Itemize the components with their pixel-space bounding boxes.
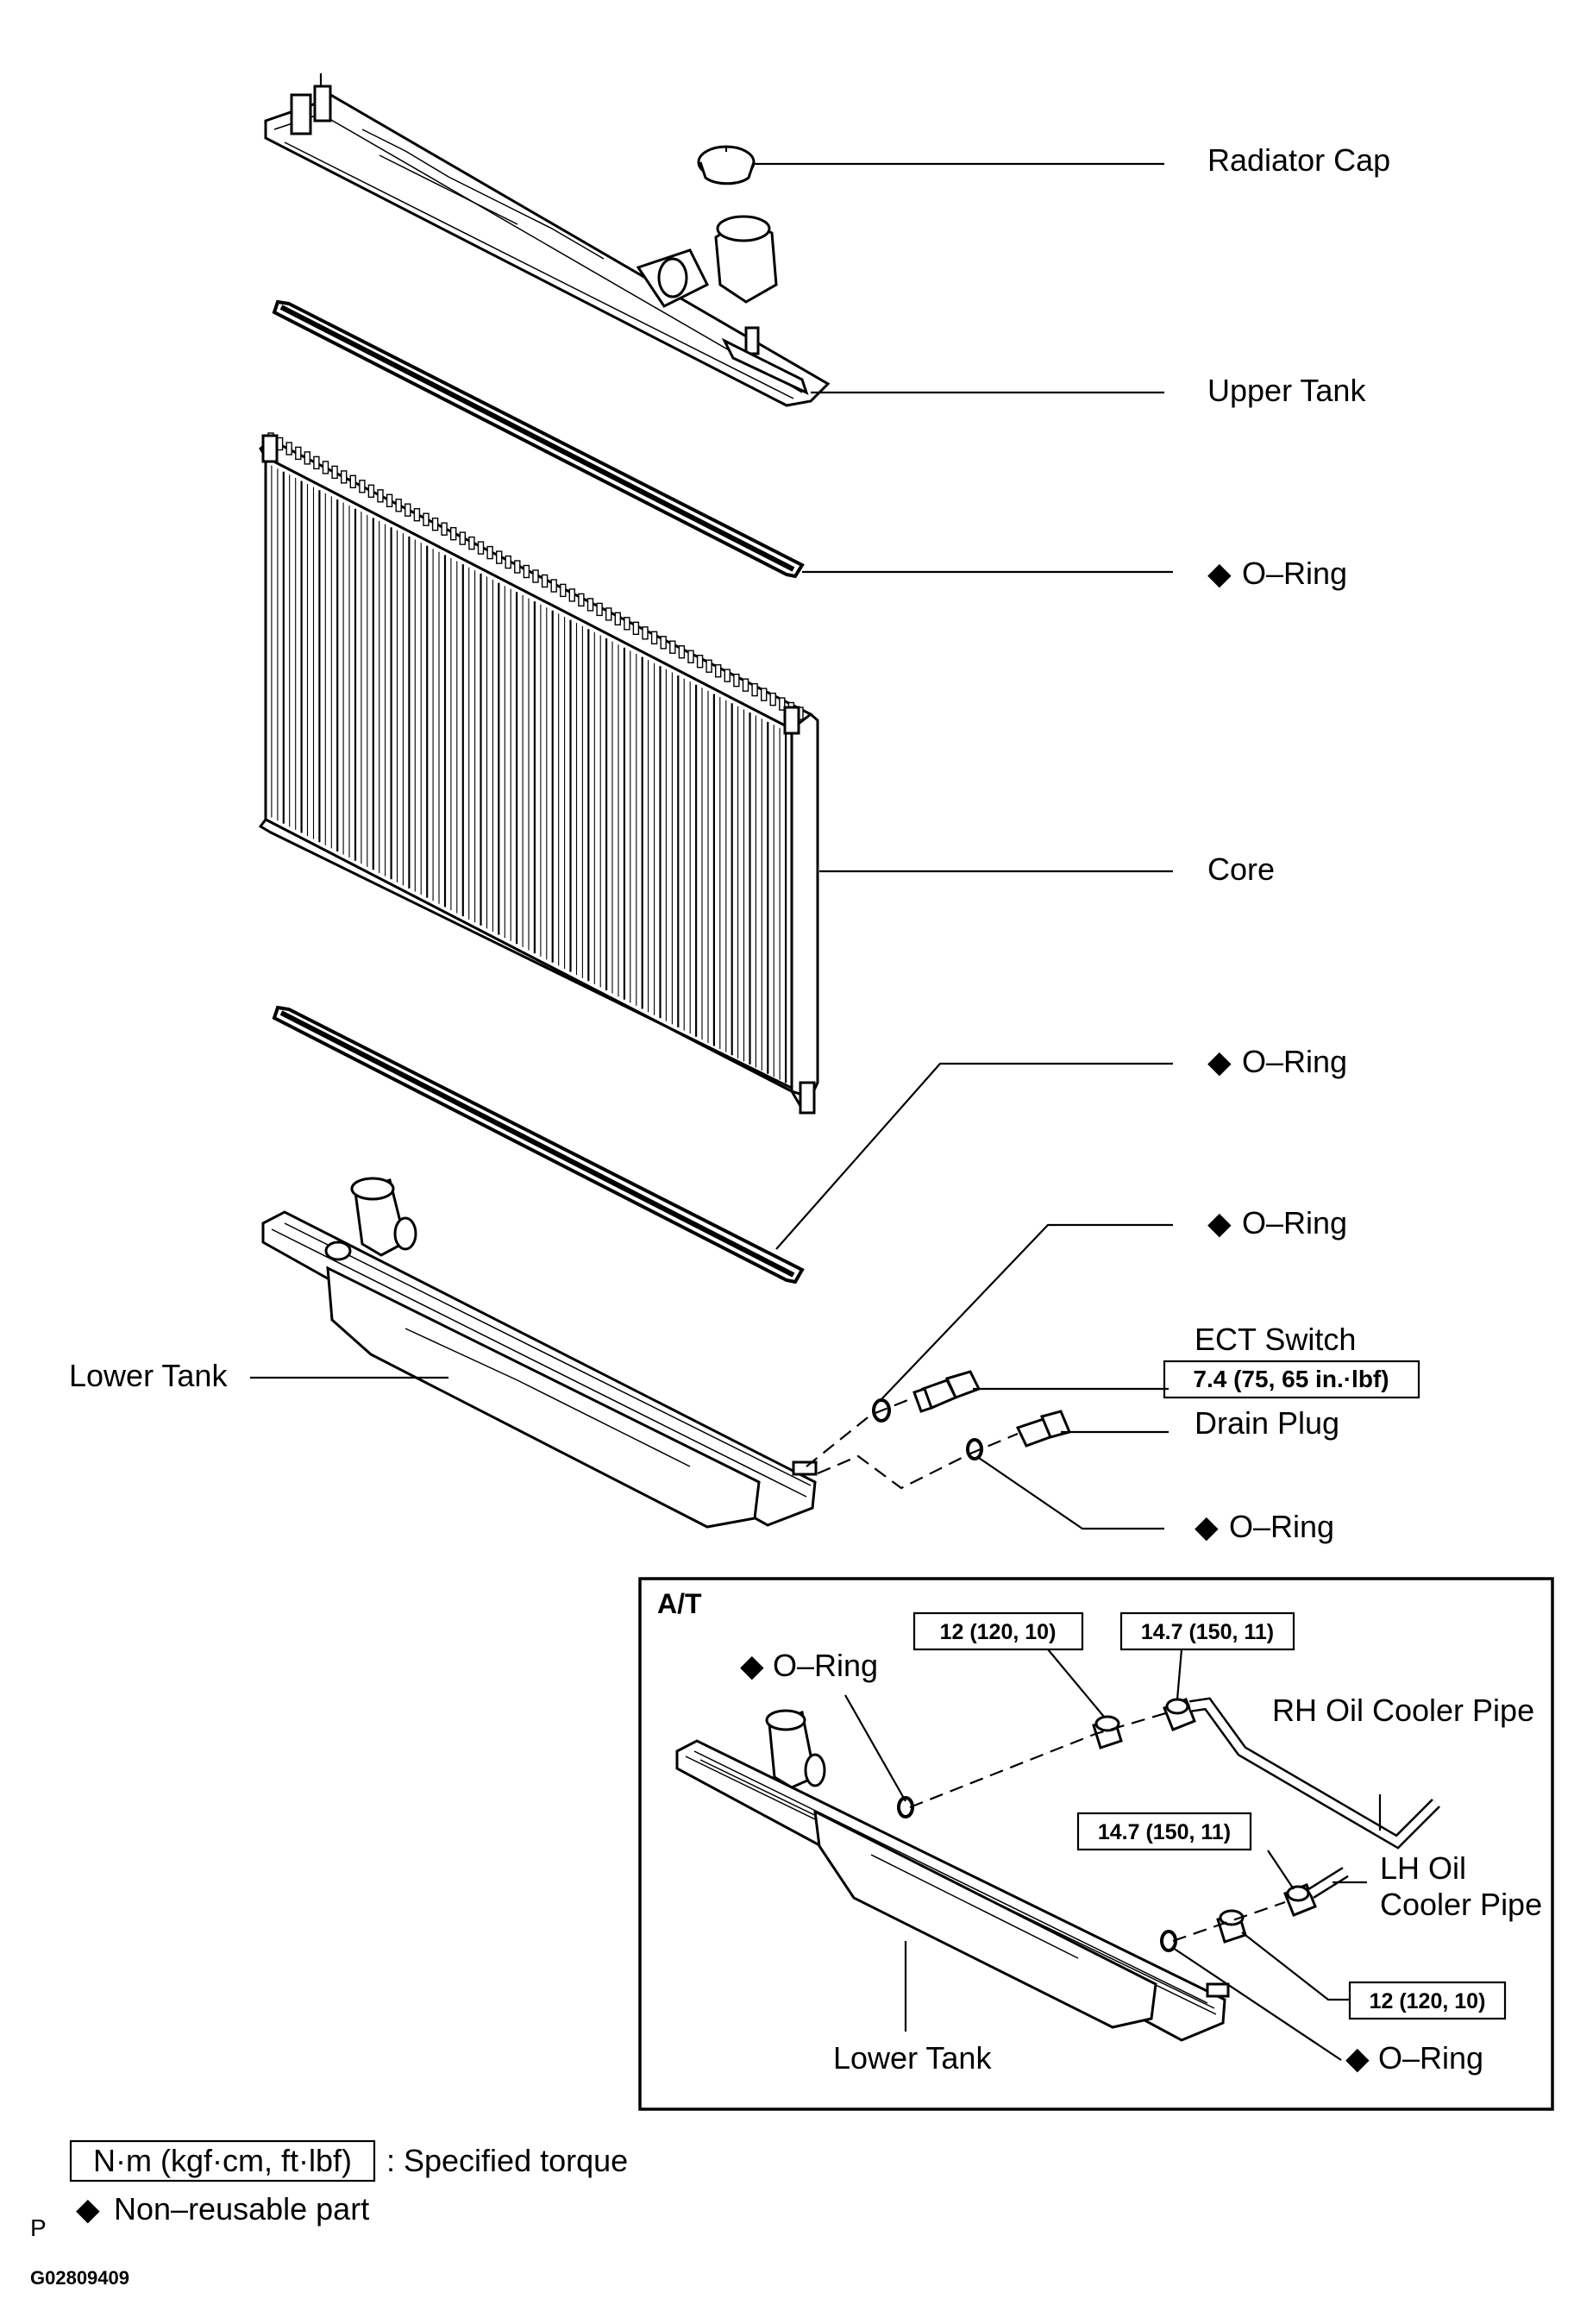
at-inset-title: A/T	[657, 1588, 702, 1619]
rh-oil-cooler-pipe-label: RH Oil Cooler Pipe	[1272, 1693, 1534, 1728]
at-rh-union-leader	[1176, 1649, 1183, 1700]
at-bottom-axis	[1172, 1900, 1286, 1943]
core-part	[258, 432, 819, 1115]
legend-non-reusable-desc: Non–reusable part	[114, 2191, 369, 2227]
at-top-plug-leader	[1047, 1649, 1105, 1718]
lower-o-ring-symbol: ◆	[1207, 1044, 1232, 1079]
at-rh-union-part	[1163, 1698, 1196, 1731]
at-bottom-o-ring-label: O–Ring	[1378, 2040, 1483, 2076]
lower-o-ring-leader	[775, 1062, 1173, 1250]
core-fins	[271, 465, 787, 1083]
legend-non-reusable-symbol: ◆	[76, 2191, 100, 2227]
drain-plug-label: Drain Plug	[1195, 1405, 1339, 1441]
legend: N·m (kgf·cm, ft·lbf) : Specified torque …	[69, 2139, 628, 2227]
ect-switch-label: ECT Switch	[1195, 1322, 1356, 1357]
at-lh-union-torque: 14.7 (150, 11)	[1098, 1820, 1231, 1844]
at-top-plug-torque-box	[912, 1611, 1084, 1651]
core-header-teeth	[267, 432, 804, 720]
at-bottom-plug-torque: 12 (120, 10)	[1370, 1989, 1486, 2013]
ect-o-ring-leader	[881, 1223, 1173, 1400]
at-bottom-o-ring-leader	[1172, 1947, 1342, 2061]
at-top-o-ring-label: O–Ring	[773, 1648, 878, 1683]
drain-o-ring-label: O–Ring	[1229, 1509, 1334, 1544]
ect-switch-torque: 7.4 (75, 65 in.·lbf)	[1193, 1366, 1389, 1392]
legend-torque-desc: : Specified torque	[386, 2143, 628, 2178]
legend-torque-box	[69, 2139, 376, 2183]
at-top-plug-part	[1092, 1715, 1123, 1749]
ect-switch-axis	[806, 1396, 915, 1467]
at-top-plug-torque: 12 (120, 10)	[940, 1620, 1057, 1644]
at-lh-union-torque-box	[1076, 1812, 1252, 1851]
footer-letter: P	[30, 2214, 47, 2241]
at-rh-union-torque-box	[1119, 1611, 1295, 1651]
at-lh-union-leader	[1267, 1850, 1295, 1890]
upper-o-ring-part	[272, 299, 805, 579]
upper-tank-part	[264, 73, 831, 407]
at-lower-tank-part	[675, 1709, 1230, 2042]
lower-o-ring-part	[272, 1005, 805, 1284]
radiator-cap-label: Radiator Cap	[1207, 142, 1390, 178]
at-lh-union-part	[1283, 1883, 1317, 1917]
drain-plug-axis	[817, 1432, 1019, 1490]
lh-oil-cooler-pipe-label-2: Cooler Pipe	[1380, 1887, 1542, 1922]
ect-switch-part	[872, 1370, 981, 1423]
ect-o-ring-symbol: ◆	[1207, 1205, 1232, 1241]
upper-o-ring-symbol: ◆	[1207, 556, 1232, 591]
at-top-o-ring-part	[897, 1796, 914, 1818]
core-label: Core	[1207, 851, 1275, 887]
radiator-cap-part	[697, 145, 756, 185]
figure-code: G02809409	[30, 2267, 129, 2289]
drain-o-ring-leader	[978, 1457, 1164, 1530]
at-rh-union-torque: 14.7 (150, 11)	[1141, 1620, 1274, 1644]
upper-tank-label: Upper Tank	[1207, 373, 1366, 408]
legend-torque-unit: N·m (kgf·cm, ft·lbf)	[93, 2143, 352, 2178]
drain-o-ring-symbol: ◆	[1195, 1509, 1219, 1544]
lower-tank-part	[261, 1177, 818, 1529]
drain-plug-part	[966, 1410, 1072, 1460]
at-top-o-ring-symbol: ◆	[740, 1648, 764, 1683]
at-lower-tank-label: Lower Tank	[833, 2040, 992, 2076]
at-inset-frame	[638, 1577, 1554, 2111]
upper-o-ring-label: O–Ring	[1242, 556, 1347, 591]
at-top-axis	[909, 1711, 1170, 1809]
at-bottom-o-ring-symbol: ◆	[1345, 2040, 1370, 2076]
lower-o-ring-label: O–Ring	[1242, 1044, 1347, 1079]
ect-switch-torque-box	[1163, 1360, 1420, 1399]
at-bottom-plug-leader	[1241, 1931, 1350, 2001]
at-inset: A/T	[638, 1577, 1554, 2111]
lh-oil-cooler-pipe-label-1: LH Oil	[1380, 1850, 1466, 1886]
lower-tank-label: Lower Tank	[69, 1358, 228, 1393]
ect-o-ring-label: O–Ring	[1242, 1205, 1347, 1241]
at-bottom-plug-torque-box	[1348, 1981, 1507, 2020]
at-top-o-ring-leader	[844, 1694, 906, 1802]
at-bottom-plug-part	[1216, 1909, 1247, 1944]
